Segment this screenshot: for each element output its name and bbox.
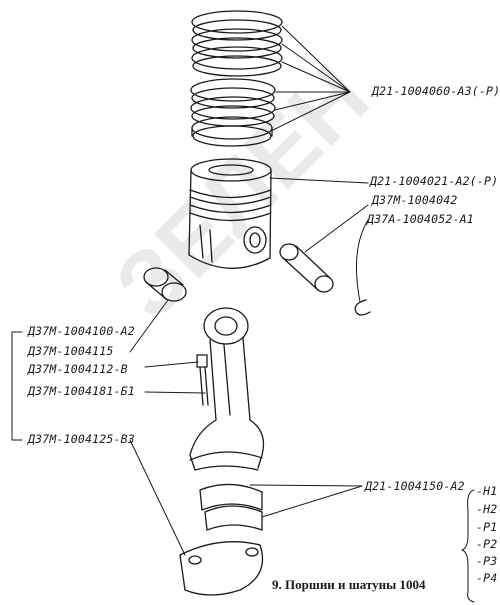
size-grade-h2: -Н2 bbox=[476, 502, 498, 516]
label-rod-bushing: Д37М-1004115 bbox=[28, 344, 114, 358]
size-grade-h1: -Н1 bbox=[476, 484, 498, 498]
size-grade-p3: -Р3 bbox=[476, 554, 498, 568]
label-rod-bolt: Д37М-1004112-В bbox=[28, 362, 128, 376]
size-grade-p1: -Р1 bbox=[476, 520, 498, 534]
label-piston: Д21-1004021-А2(-Р) bbox=[370, 174, 499, 188]
piston-pin bbox=[279, 243, 334, 293]
piston-rings bbox=[190, 10, 283, 147]
figure-caption: 9. Поршни и шатуны 1004 bbox=[272, 577, 426, 592]
label-rod-assembly: Д37М-1004100-А2 bbox=[28, 324, 135, 338]
circlip bbox=[354, 299, 371, 316]
piston bbox=[188, 158, 272, 269]
rod-bolt bbox=[196, 354, 209, 406]
assembly-bracket bbox=[11, 331, 23, 441]
size-grade-p2: -Р2 bbox=[476, 537, 498, 551]
label-rod-cap: Д37М-1004125-В3 bbox=[28, 432, 135, 446]
label-circlip: Д37А-1004052-А1 bbox=[367, 212, 474, 226]
bearing-shells bbox=[199, 483, 263, 531]
rod-bushing bbox=[143, 267, 187, 302]
connecting-rod bbox=[189, 307, 265, 471]
size-grade-brace bbox=[461, 489, 475, 603]
label-piston-pin: Д37М-1004042 bbox=[372, 193, 458, 207]
leader-lines bbox=[129, 25, 369, 556]
size-grade-p4: -Р4 bbox=[476, 571, 498, 585]
label-bearing-shells: Д21-1004150-А2 bbox=[365, 479, 465, 493]
label-rod-nut: Д37М-1004181-Б1 bbox=[28, 384, 135, 398]
rod-cap bbox=[179, 541, 264, 596]
label-piston-rings: Д21-1004060-А3(-Р) bbox=[372, 84, 500, 98]
